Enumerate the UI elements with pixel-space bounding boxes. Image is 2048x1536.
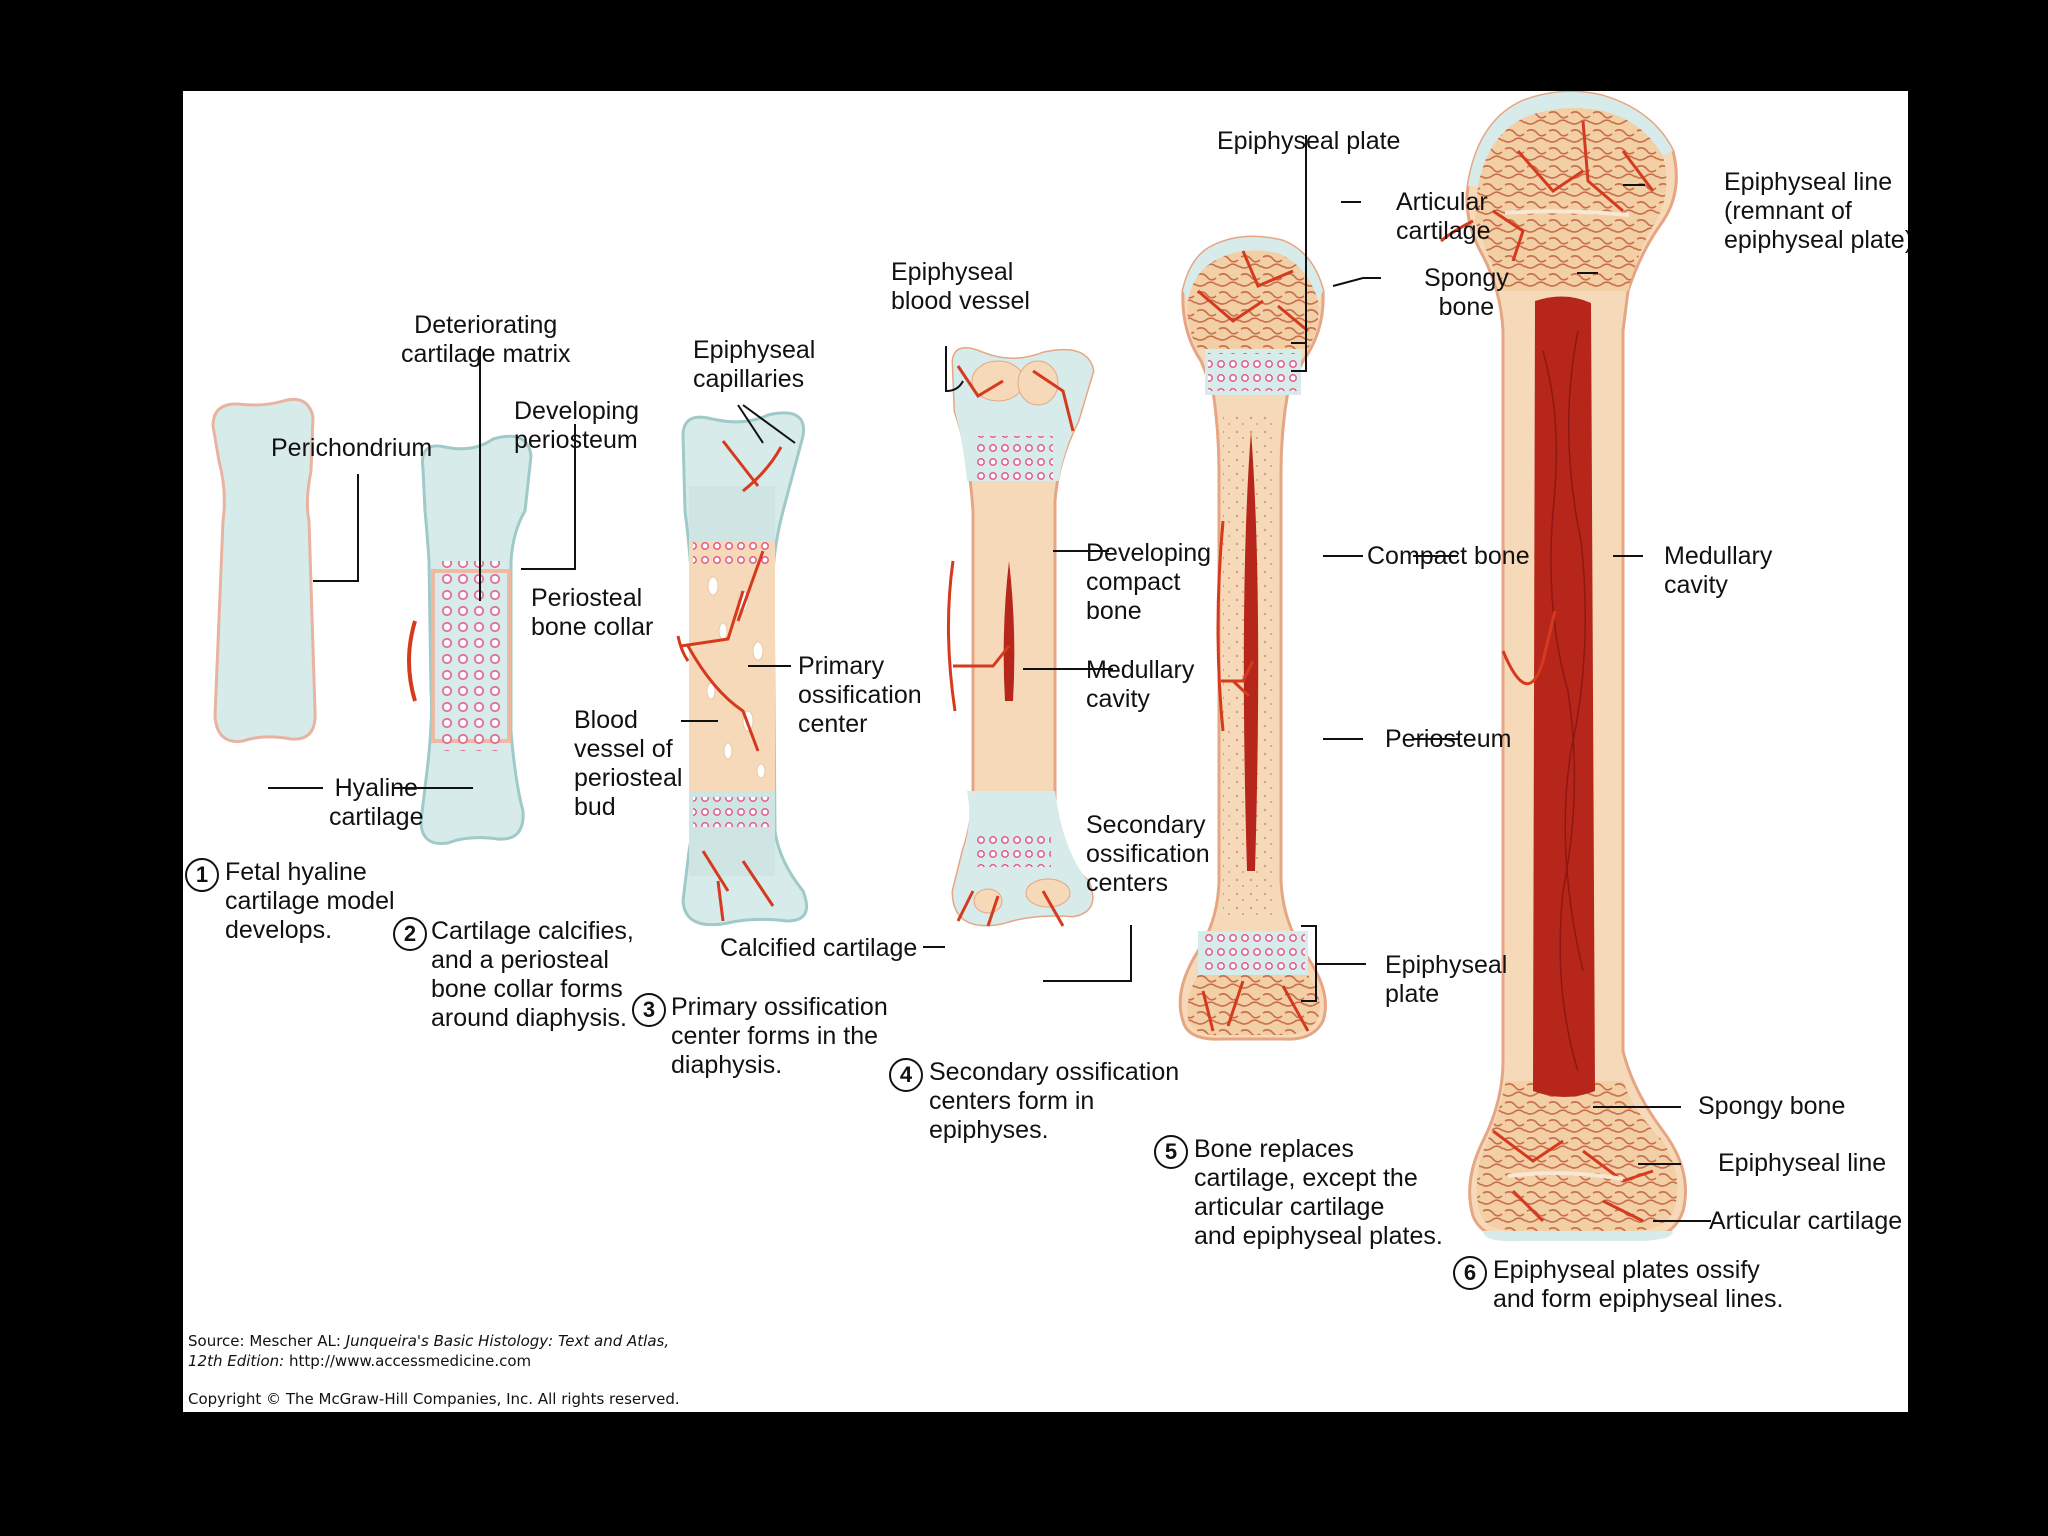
label-compact-bone: Compact bone: [1367, 542, 1530, 570]
label-epiphyseal-capillaries: Epiphyseal capillaries: [693, 336, 816, 393]
step-5-text: Bone replaces cartilage, except the arti…: [1194, 1135, 1443, 1250]
label-blood-vessel-periosteal-bud: Blood vessel of periosteal bud: [574, 706, 683, 821]
label-epiphyseal-plate-top: Epiphyseal plate: [1217, 127, 1401, 155]
label-epiphyseal-line-top: Epiphyseal line (remnant of epiphyseal p…: [1724, 168, 1908, 254]
bone-stage-6: [1440, 91, 1687, 1242]
step-6-number: 6: [1453, 1256, 1487, 1290]
bone-stage-4: [946, 347, 1095, 927]
source-url: http://www.accessmedicine.com: [284, 1352, 532, 1370]
source-book-title: Junqueira's Basic Histology: Text and At…: [345, 1332, 670, 1350]
label-spongy-bone-top: Spongy bone: [1424, 264, 1509, 321]
label-spongy-bone-bottom: Spongy bone: [1698, 1092, 1846, 1120]
step-5-number: 5: [1154, 1135, 1188, 1169]
label-developing-compact-bone: Developing compact bone: [1086, 539, 1212, 625]
source-edition: 12th Edition:: [188, 1352, 285, 1370]
label-medullary-cavity-4: Medullary cavity: [1086, 656, 1195, 713]
label-hyaline-cartilage: Hyaline cartilage: [329, 774, 424, 831]
diagram-panel: Perichondrium Hyaline cartilage Deterior…: [183, 91, 1908, 1412]
step-4-text: Secondary ossification centers form in e…: [929, 1058, 1180, 1144]
label-primary-ossification-center: Primary ossification center: [798, 652, 922, 738]
bone-stage-1: [211, 397, 317, 743]
leader-lines: [268, 135, 1711, 1222]
label-articular-cartilage-bottom: Articular cartilage: [1709, 1207, 1903, 1235]
bone-ossification-illustration: [211, 91, 1711, 1242]
label-periosteal-bone-collar: Periosteal bone collar: [531, 584, 654, 641]
bone-stage-5: [1178, 235, 1327, 1041]
source-citation: Source: Mescher AL: Junqueira's Basic Hi…: [188, 1331, 669, 1371]
label-developing-periosteum: Developing periosteum: [514, 397, 640, 454]
label-epiphyseal-blood-vessel: Epiphyseal blood vessel: [891, 258, 1030, 315]
step-6-text: Epiphyseal plates ossify and form epiphy…: [1493, 1256, 1784, 1313]
copyright-notice: Copyright © The McGraw-Hill Companies, I…: [188, 1390, 680, 1408]
label-perichondrium: Perichondrium: [271, 434, 433, 462]
label-calcified-cartilage: Calcified cartilage: [720, 934, 918, 962]
step-1-text: Fetal hyaline cartilage model develops.: [225, 858, 395, 944]
step-2-text: Cartilage calcifies, and a periosteal bo…: [431, 917, 634, 1032]
label-periosteum: Periosteum: [1385, 725, 1512, 753]
label-secondary-ossification-centers: Secondary ossification centers: [1086, 811, 1210, 897]
label-articular-cartilage-top: Articular cartilage: [1396, 188, 1491, 245]
source-prefix: Source: Mescher AL:: [188, 1332, 346, 1350]
bone-stage-3: [676, 411, 808, 927]
step-4-number: 4: [889, 1058, 923, 1092]
label-epiphyseal-line-bottom: Epiphyseal line: [1718, 1149, 1887, 1177]
label-deteriorating-cartilage-matrix: Deteriorating cartilage matrix: [401, 311, 571, 368]
step-1-number: 1: [185, 858, 219, 892]
label-epiphyseal-plate-bottom: Epiphyseal plate: [1385, 951, 1508, 1008]
step-2-number: 2: [393, 917, 427, 951]
label-medullary-cavity-6: Medullary cavity: [1664, 542, 1773, 599]
bone-stage-2: [407, 434, 533, 846]
step-3-number: 3: [632, 993, 666, 1027]
step-3-text: Primary ossification center forms in the…: [671, 993, 888, 1079]
